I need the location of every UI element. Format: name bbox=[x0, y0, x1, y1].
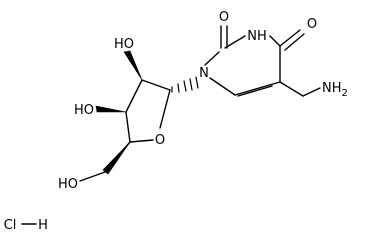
label-nh: NH bbox=[247, 29, 267, 44]
bond-c5p-oh bbox=[79, 171, 106, 182]
wedge-c3p-oh bbox=[95, 105, 127, 113]
bond-c2-n3 bbox=[224, 35, 246, 49]
hashed-bond-c1-n1 bbox=[171, 76, 199, 93]
wedge-c2p-oh bbox=[123, 50, 143, 81]
bond-ch2-n bbox=[302, 87, 321, 97]
bond-c2p-c3p bbox=[125, 79, 143, 113]
bond-c5-ch2 bbox=[279, 81, 304, 97]
label-ho-2: HO bbox=[114, 37, 134, 52]
bond-c5-c6 bbox=[234, 81, 281, 96]
bond-o-c1 bbox=[159, 89, 171, 129]
bond-c4-o-double bbox=[284, 33, 305, 51]
label-cl: Cl bbox=[4, 218, 17, 233]
bond-c6-n1 bbox=[209, 77, 236, 96]
label-ho-3: HO bbox=[74, 103, 94, 118]
bond-c3p-c4p bbox=[125, 111, 131, 143]
label-h: H bbox=[38, 218, 48, 233]
bond-n1-c2 bbox=[204, 51, 220, 66]
label-ho-5: HO bbox=[58, 177, 78, 192]
bond-c4p-o bbox=[129, 139, 154, 143]
bond-n3-c4 bbox=[269, 35, 281, 47]
atom-labels: O NH O N NH2 HO HO O HO Cl H bbox=[4, 10, 348, 233]
bond-c4-o bbox=[279, 29, 301, 47]
label-o-c4: O bbox=[307, 17, 317, 32]
wedge-c4p-c5p bbox=[102, 141, 131, 175]
label-nh2-sub: 2 bbox=[342, 88, 348, 99]
label-nh2-main: NH bbox=[322, 81, 342, 96]
bond-c5-c6-inner bbox=[237, 85, 273, 97]
bond-c1-c2p bbox=[141, 79, 171, 91]
bonds bbox=[21, 25, 321, 225]
wedge-bonds bbox=[95, 50, 143, 175]
label-nh2: NH2 bbox=[322, 81, 348, 99]
label-o-ring: O bbox=[155, 133, 165, 148]
label-n1: N bbox=[199, 66, 209, 81]
label-o-c2: O bbox=[219, 10, 229, 25]
